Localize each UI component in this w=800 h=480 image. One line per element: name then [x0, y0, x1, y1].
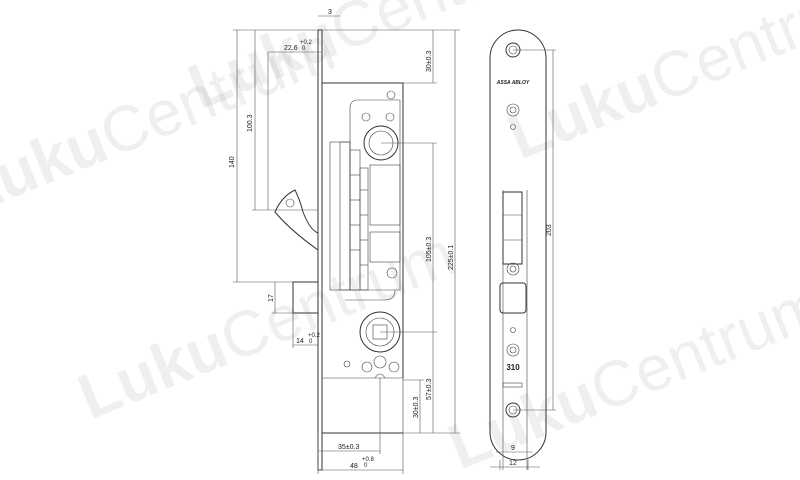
dimension-label: Centrum [320, 0, 575, 66]
latch-opening [502, 191, 523, 265]
drawing-line [369, 164, 401, 226]
latch-bolt [274, 189, 319, 251]
drawing-line [361, 112, 371, 122]
drawing-line [374, 373, 386, 379]
dimension-label: +0.8 [362, 457, 375, 463]
dimension-label: 0 [309, 339, 313, 345]
dimension-label: 0 [364, 463, 368, 469]
dimension-label: Centrum [580, 267, 800, 426]
drawing-line [509, 265, 517, 273]
drawing-line [345, 289, 396, 301]
dimension-label: 30±0.3 [426, 51, 433, 72]
dimension-label: 3 [328, 9, 332, 16]
dimension-label: 57±0.3 [426, 379, 433, 400]
drawing-line [509, 346, 517, 354]
drawing-line [359, 167, 369, 291]
drawing-line [385, 112, 395, 122]
dimension-label: 203 [546, 224, 553, 236]
dimension-label: 12 [509, 460, 517, 467]
lock-mechanism-slats [349, 149, 401, 291]
drawing-line [510, 327, 516, 333]
dimension-label: 14 [296, 338, 304, 345]
dimension-label: Luku [498, 49, 667, 173]
drawing-line [361, 361, 373, 373]
dimension-label: 30±0.3 [413, 397, 420, 418]
drawing-line [373, 355, 387, 369]
dimension-label: 0 [302, 46, 306, 52]
drawing-line [509, 106, 517, 114]
dimension-label: 9 [511, 445, 515, 452]
drawing-line [285, 198, 295, 208]
dimension-label: 35±0.3 [338, 444, 359, 451]
drawing-line [388, 361, 400, 373]
drawing-line [506, 103, 520, 117]
deadbolt [292, 281, 319, 314]
front-plate [317, 29, 323, 471]
dimension-label: Centrum [640, 0, 800, 116]
dimension-label: Luku [68, 309, 237, 433]
brand-label: ASSA ABLOY [496, 80, 530, 86]
drawing-line [502, 382, 523, 388]
dimension-label: 17 [268, 294, 275, 302]
drawing-line [506, 343, 520, 357]
dimension-label: +0.2 [308, 333, 321, 339]
dimension-label: Luku [438, 359, 607, 480]
faceplate [489, 29, 547, 461]
dimension-label: LukuCentrum [438, 267, 800, 480]
dimension-label: 100.3 [247, 114, 254, 132]
lock-body-side-view [274, 29, 404, 471]
dimension-label: 225±0.1 [448, 245, 455, 270]
dimension-label: 48 [350, 463, 358, 470]
deadbolt-opening [499, 282, 527, 314]
dimension-label: 105±0.3 [426, 237, 433, 262]
dimension-label: LukuCentrum [68, 217, 464, 433]
drawing-line [506, 262, 520, 276]
dimensions-side: 140 100.3 22.6 +0.2 0 3 30±0.3 105±0.3 5… [229, 9, 460, 474]
dimensions-faceplate: 203 9 12 [490, 49, 556, 470]
drawing-line [510, 124, 516, 130]
dimension-label: 22.6 [284, 45, 298, 52]
drawing-line [386, 267, 398, 279]
dimension-label: LukuCentrum [498, 0, 800, 173]
model-number: 310 [506, 363, 520, 372]
dimension-label: 140 [229, 156, 236, 168]
drawing-line [369, 231, 401, 263]
faceplate-front-view: ASSA ABLOY 310 [489, 29, 547, 461]
dimension-label: +0.2 [300, 40, 313, 46]
drawing-line [343, 360, 351, 368]
drawing-line [349, 99, 401, 291]
drawing-line [386, 90, 396, 100]
